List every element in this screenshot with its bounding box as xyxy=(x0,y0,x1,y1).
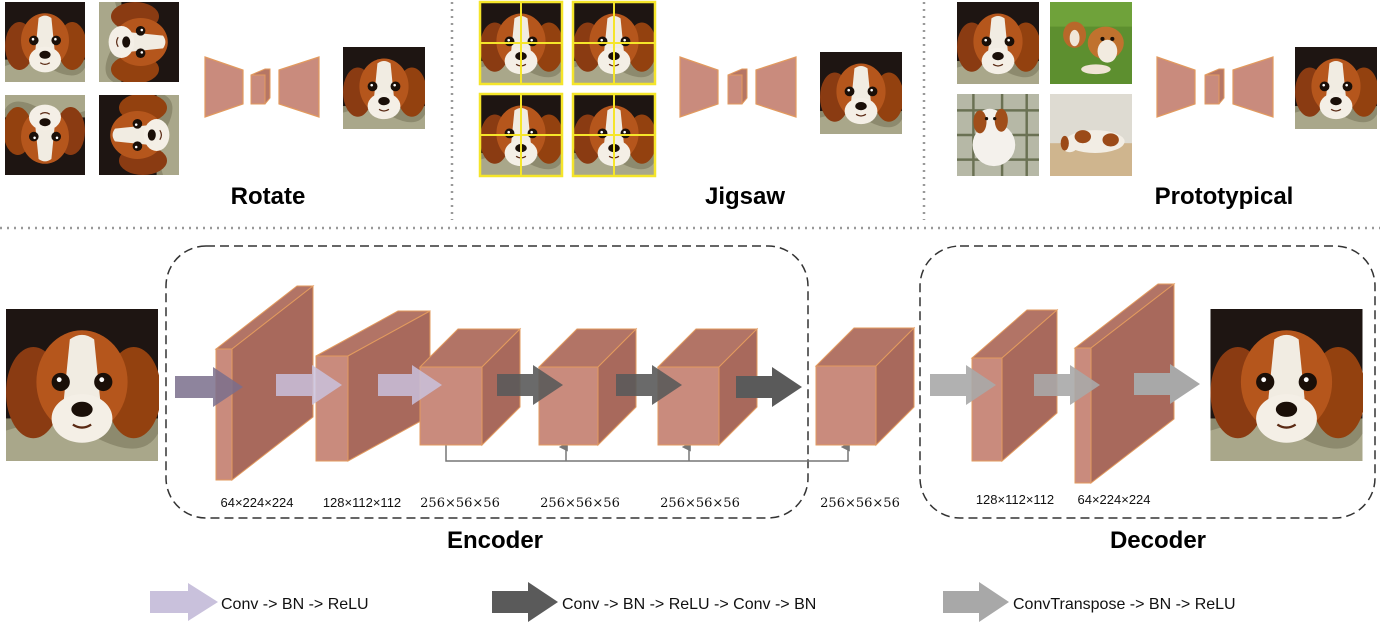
flow-arrow-6 xyxy=(736,367,802,407)
flow-arrow-1 xyxy=(175,367,243,407)
proto-output-image xyxy=(1295,47,1377,129)
proto-image-plaid xyxy=(957,94,1039,176)
dim-label-8: 64×224×224 xyxy=(1077,492,1150,507)
legend-arrow-dark xyxy=(492,582,558,622)
jigsaw-grid-1 xyxy=(478,0,564,86)
legend-item-conv-bn-relu-conv-bn: Conv -> BN -> ReLU -> Conv -> BN xyxy=(492,582,816,622)
legend-item-conv-bn-relu: Conv -> BN -> ReLU xyxy=(150,583,369,621)
rotate-panel: Rotate xyxy=(5,2,425,210)
proto-image-floor xyxy=(1050,94,1132,176)
prototypical-panel: Prototypical xyxy=(957,2,1377,210)
decoder-title: Decoder xyxy=(1110,527,1206,554)
legend-item-convtranspose-bn-relu: ConvTranspose -> BN -> ReLU xyxy=(943,582,1236,622)
dim-label-5: 256×56×56 xyxy=(660,496,740,511)
dim-label-2: 128×112×112 xyxy=(323,495,401,510)
jigsaw-output-image xyxy=(820,52,902,134)
layer-block-6 xyxy=(814,326,916,447)
block-front-face xyxy=(815,365,877,446)
jigsaw-title: Jigsaw xyxy=(705,183,785,210)
prototypical-title: Prototypical xyxy=(1155,183,1294,210)
jigsaw-grid-4 xyxy=(571,92,657,178)
rotate-title: Rotate xyxy=(231,183,306,210)
autoencoder-icon xyxy=(1156,56,1274,118)
block-front-face xyxy=(215,348,233,481)
autoencoder-icon xyxy=(204,56,320,118)
dimension-labels: 64×224×224 128×112×112 256×56×56 256×56×… xyxy=(220,492,1150,511)
legend-arrow-light xyxy=(150,583,218,621)
legend-arrow-gray xyxy=(943,582,1009,622)
flow-arrow-4 xyxy=(497,365,563,405)
flow-arrow-9 xyxy=(1134,364,1200,404)
rotate-image-0deg xyxy=(5,2,85,82)
encoder-title: Encoder xyxy=(447,527,543,554)
jigsaw-grid-3 xyxy=(478,92,564,178)
block-front-face xyxy=(1074,347,1092,484)
dim-label-4: 256×56×56 xyxy=(540,496,620,511)
dim-label-6: 256×56×56 xyxy=(820,496,900,511)
rotate-image-90deg xyxy=(99,2,179,82)
flow-arrow-8 xyxy=(1034,365,1100,405)
output-image xyxy=(1210,309,1363,461)
proto-image-grass xyxy=(1050,2,1132,84)
rotate-image-180deg xyxy=(5,95,85,175)
autoencoder-icon xyxy=(679,56,797,118)
layer-block-1 xyxy=(214,284,315,482)
flow-arrow-5 xyxy=(616,365,682,405)
dim-label-1: 64×224×224 xyxy=(220,495,293,510)
jigsaw-panel: Jigsaw xyxy=(478,0,902,210)
proto-image-anchor xyxy=(957,2,1039,84)
rotate-image-270deg xyxy=(99,95,179,175)
decoder-box xyxy=(919,245,1376,519)
dim-label-7: 128×112×112 xyxy=(976,492,1054,507)
rotate-output-image xyxy=(343,47,425,129)
jigsaw-grid-2 xyxy=(571,0,657,86)
layer-block-7 xyxy=(970,308,1059,463)
legend-label-conv-bn-relu: Conv -> BN -> ReLU xyxy=(221,596,369,613)
flow-arrow-7 xyxy=(930,365,996,405)
input-image xyxy=(5,309,159,461)
flow-arrow-2 xyxy=(276,365,342,405)
layer-blocks xyxy=(214,282,1176,485)
encoder-box xyxy=(165,245,809,519)
dim-label-3: 256×56×56 xyxy=(420,496,500,511)
legend: Conv -> BN -> ReLU Conv -> BN -> ReLU ->… xyxy=(150,582,1236,622)
legend-label-conv-bn-relu-conv-bn: Conv -> BN -> ReLU -> Conv -> BN xyxy=(562,596,816,613)
layer-arrows xyxy=(175,364,1200,407)
flow-arrow-3 xyxy=(378,365,442,405)
legend-label-convtranspose-bn-relu: ConvTranspose -> BN -> ReLU xyxy=(1013,596,1236,613)
skip-connections xyxy=(445,442,850,462)
